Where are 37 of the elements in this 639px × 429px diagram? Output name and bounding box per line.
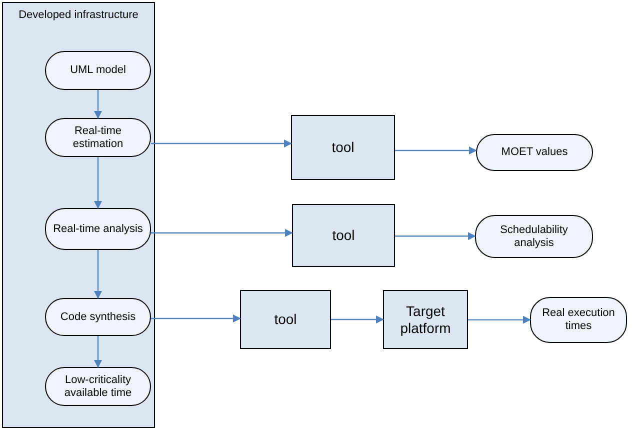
arrow (151, 314, 241, 322)
node-label: MOET values (501, 146, 568, 159)
process-box (383, 290, 468, 349)
node-label: tool (332, 227, 355, 244)
arrow (151, 228, 293, 237)
arrow (468, 316, 531, 324)
node-label: Schedulability analysis (499, 224, 569, 250)
terminal-node (476, 134, 593, 171)
node-label: Real-time estimation (72, 124, 124, 150)
process-box (292, 204, 395, 267)
node-label: UML model (70, 64, 126, 77)
arrow (395, 232, 476, 240)
node-label: Developed infrastructure (18, 9, 138, 22)
node-label: Real execution times (541, 307, 616, 333)
terminal-node (530, 297, 627, 343)
node-label: tool (274, 311, 297, 328)
group-panel (2, 2, 155, 428)
terminal-node (45, 367, 151, 406)
arrow (151, 140, 292, 148)
arrow (395, 146, 477, 154)
terminal-node (45, 118, 151, 157)
terminal-node (475, 215, 593, 258)
node-label: Target platform (399, 303, 452, 336)
node-label: tool (332, 139, 354, 156)
node-label: Low-criticality available time (63, 374, 133, 400)
terminal-node (45, 208, 151, 250)
process-box (240, 290, 331, 349)
process-box (291, 115, 395, 180)
node-label: Code synthesis (60, 310, 136, 324)
arrow (94, 157, 102, 209)
terminal-node (45, 298, 151, 336)
arrow (94, 90, 102, 119)
arrow (94, 336, 102, 368)
terminal-node (45, 51, 151, 90)
arrow (94, 250, 102, 299)
arrow (331, 316, 384, 324)
node-label: Real-time analysis (53, 222, 143, 236)
